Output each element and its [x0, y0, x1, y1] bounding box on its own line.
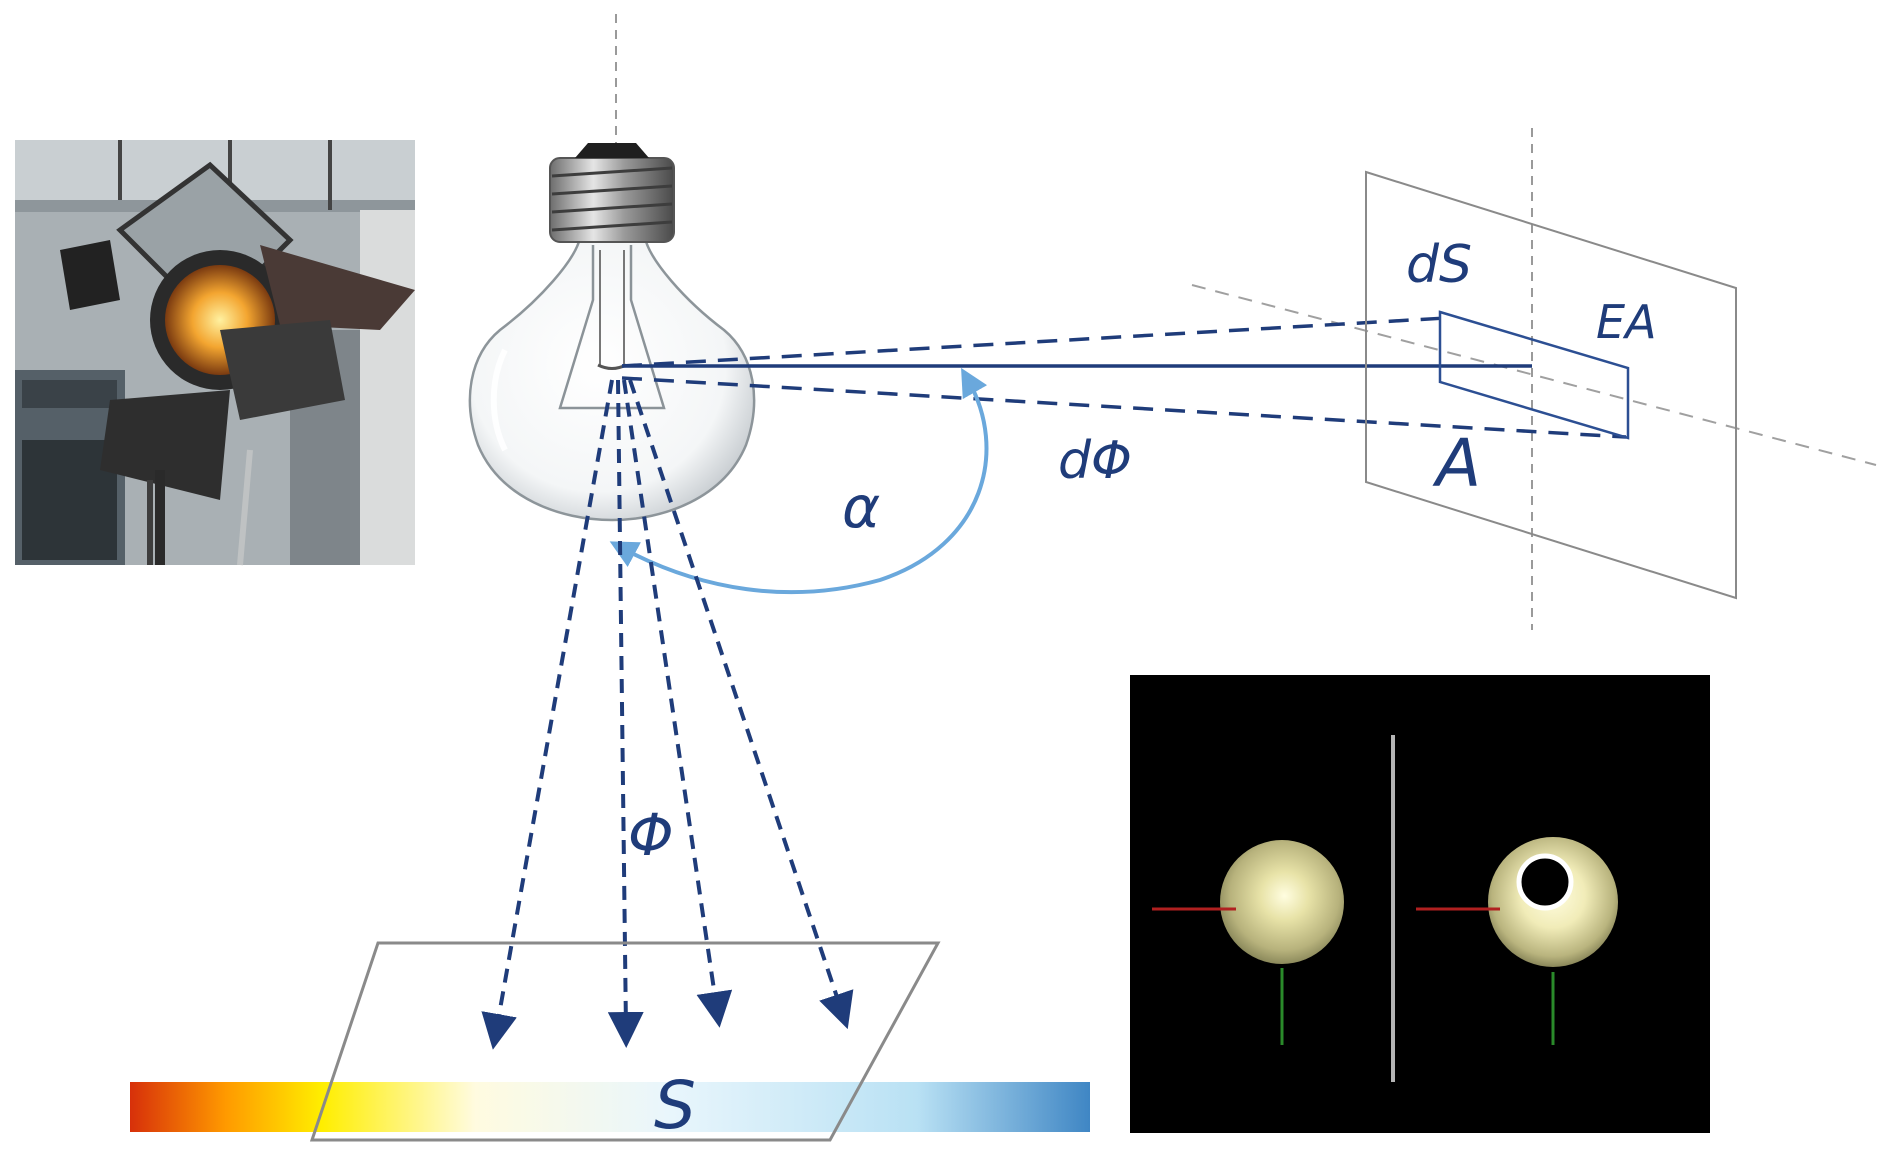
- spotlight-photo: [15, 140, 415, 565]
- label-S: S: [654, 1067, 696, 1144]
- label-dS: dS: [1406, 235, 1472, 295]
- label-A: A: [1432, 425, 1481, 502]
- bulb-icon: [470, 143, 754, 520]
- label-Phi: Φ: [628, 801, 674, 869]
- measurement-inset: [1130, 675, 1710, 1133]
- normal-axis-guide: [1192, 285, 1876, 465]
- label-EA: EA: [1596, 295, 1657, 349]
- label-alpha: α: [842, 473, 880, 541]
- flux-rays-to-area: [622, 318, 1626, 437]
- label-dPhi: dΦ: [1058, 431, 1132, 491]
- illuminated-surface: [130, 943, 1090, 1140]
- illuminance-gradient-bar: [130, 1082, 1090, 1132]
- ray-down-4: [630, 380, 842, 1012]
